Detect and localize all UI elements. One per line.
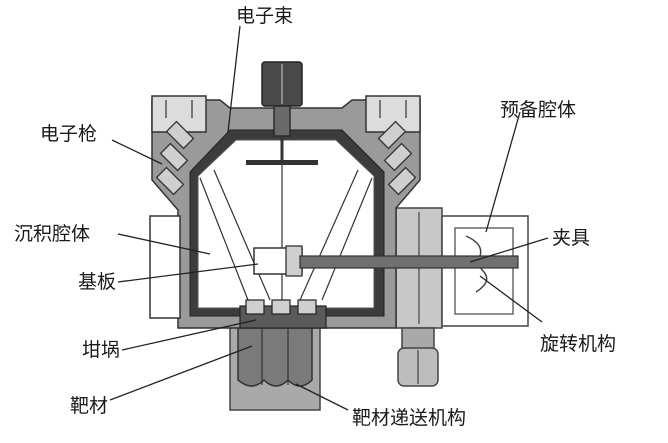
leader-deposition-chamber: [117, 233, 211, 255]
leader-substrate: [117, 263, 259, 283]
leader-rotation: [479, 275, 543, 323]
label-electron-gun: 电子枪: [40, 123, 97, 145]
label-rotation-mechanism: 旋转机构: [540, 333, 616, 355]
leader-lines: [109, 25, 549, 411]
label-fixture: 夹具: [552, 227, 590, 249]
label-electron-beam: 电子束: [236, 5, 293, 27]
fixture-rod: [299, 255, 519, 269]
label-crucible: 坩埚: [82, 339, 120, 361]
leader-fixture: [469, 237, 549, 263]
crucible-cup-1: [245, 299, 265, 315]
label-deposition-chamber: 沉积腔体: [14, 223, 90, 245]
crucible-cup-2: [271, 299, 291, 315]
electron-gun-right: [377, 120, 417, 196]
left-flange-panel: [149, 215, 181, 319]
leader-target: [109, 345, 253, 401]
leader-target-feed: [295, 383, 349, 411]
electron-gun-left: [155, 120, 195, 196]
leader-crucible: [121, 319, 257, 351]
beam-source-plate: [246, 160, 318, 165]
leader-prep-chamber: [485, 111, 521, 233]
leader-electron-beam: [227, 25, 241, 133]
crucible-cup-3: [297, 299, 317, 315]
label-target-feed-mechanism: 靶材递送机构: [352, 407, 466, 429]
label-prep-chamber: 预备腔体: [500, 99, 576, 121]
label-target: 靶材: [70, 395, 108, 417]
beam-path-right-2: [299, 169, 359, 301]
beam-path-right: [321, 177, 373, 301]
rotation-motor-neck: [401, 327, 435, 351]
beam-path-left: [199, 177, 249, 301]
beam-path-left-2: [213, 169, 271, 301]
chamber-interior: [197, 139, 375, 309]
beam-source-stem: [273, 105, 291, 137]
leader-electron-gun: [111, 139, 163, 165]
target-rods: [237, 317, 313, 387]
label-substrate: 基板: [78, 271, 116, 293]
